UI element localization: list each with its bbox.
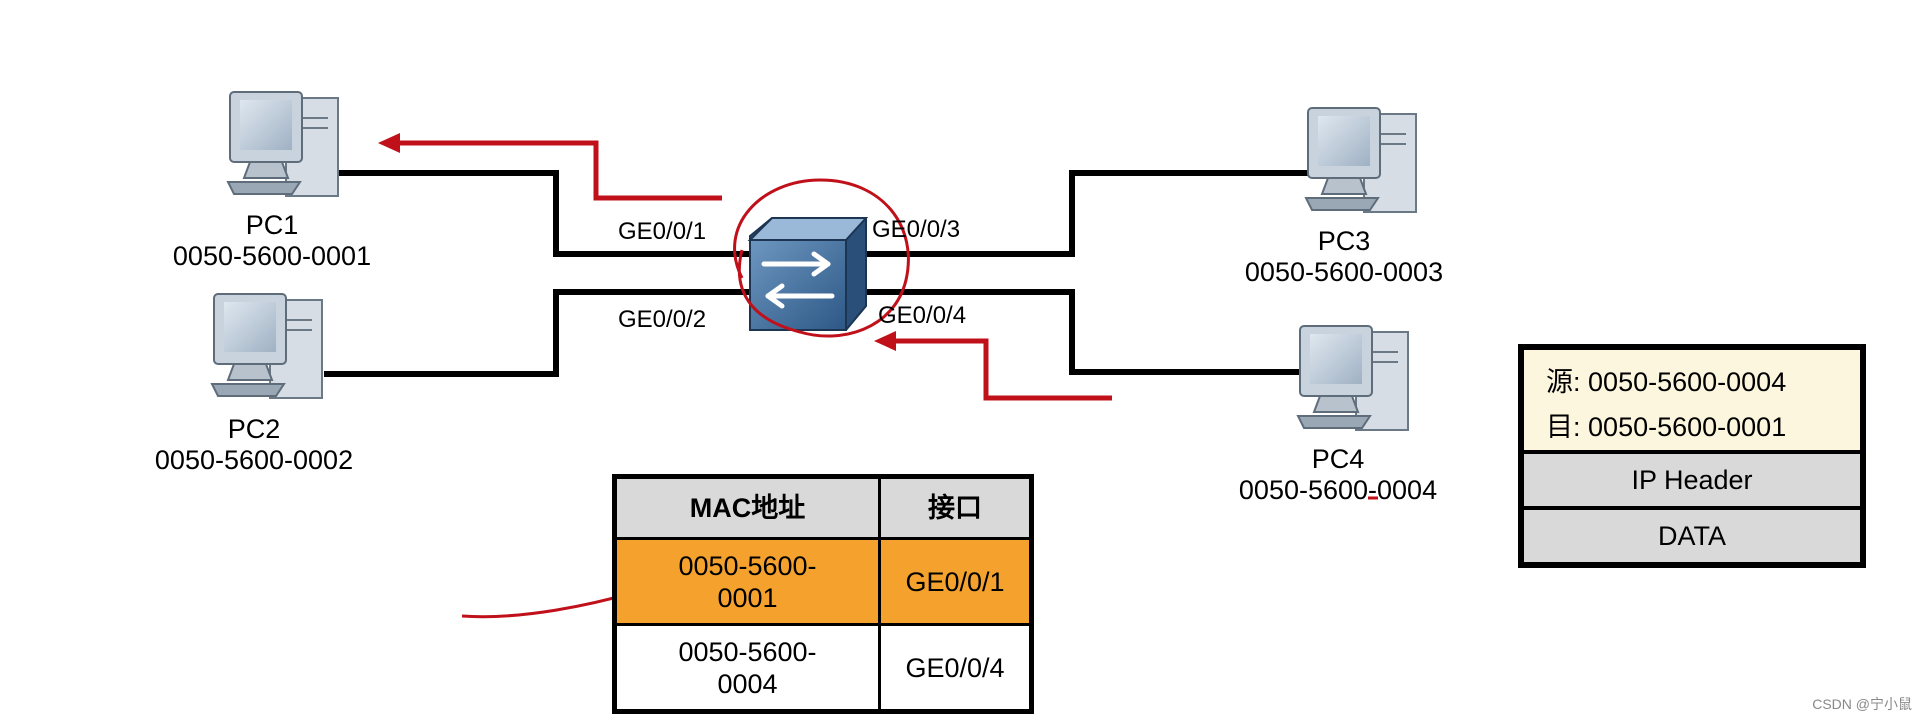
frame-data: DATA bbox=[1524, 506, 1860, 562]
mac-table-row1-mac: 0050-5600-0001 bbox=[617, 537, 878, 623]
row1-mac-line1: 0050-5600- bbox=[678, 550, 817, 581]
frame-mac-header: 源: 0050-5600-0004 目: 0050-5600-0001 bbox=[1524, 350, 1860, 450]
port-label-ge001: GE0/0/1 bbox=[618, 218, 707, 245]
frame-dst-line: 目: 0050-5600-0001 bbox=[1546, 405, 1860, 450]
pc1-mac: 0050-5600-0001 bbox=[172, 241, 372, 271]
pc2-label: PC2 0050-5600-0002 bbox=[134, 414, 374, 476]
pc4-mac: 0050-5600-0004 bbox=[1238, 475, 1438, 505]
pc3-label: PC3 0050-5600-0003 bbox=[1224, 226, 1464, 288]
pc1-name: PC1 bbox=[245, 210, 299, 240]
link-pc1 bbox=[338, 170, 750, 257]
link-pc4 bbox=[866, 289, 1306, 375]
pc2-name: PC2 bbox=[227, 414, 281, 444]
switch-circle-annotation bbox=[733, 178, 910, 338]
arrow-from-pc4 bbox=[890, 338, 1112, 401]
mac-table-header-port: 接口 bbox=[878, 479, 1029, 537]
pc2-icon bbox=[211, 293, 323, 399]
network-links bbox=[324, 170, 1312, 377]
mac-table-header-mac: MAC地址 bbox=[617, 479, 878, 537]
frame-src-label: 源: bbox=[1546, 367, 1581, 397]
arrow-to-pc1 bbox=[392, 140, 722, 201]
mac-table-row2-port: GE0/0/4 bbox=[878, 623, 1029, 709]
mac-address-table: MAC地址 接口 0050-5600-0001 GE0/0/1 0050-560… bbox=[612, 474, 1034, 714]
ethernet-frame: 源: 0050-5600-0004 目: 0050-5600-0001 IP H… bbox=[1518, 344, 1866, 568]
pc4-label: PC4 0050-5600-0004 bbox=[1218, 444, 1458, 506]
pc3-icon bbox=[1305, 107, 1417, 213]
pc4-icon bbox=[1297, 325, 1409, 431]
mac-table-row1-port: GE0/0/1 bbox=[878, 537, 1029, 623]
row2-mac-line1: 0050-5600- bbox=[678, 636, 817, 667]
pc3-mac: 0050-5600-0003 bbox=[1244, 257, 1444, 287]
frame-src-mac: 0050-5600-0004 bbox=[1588, 367, 1787, 397]
pc1-icon bbox=[227, 91, 339, 197]
mac-table-row2-mac: 0050-5600-0004 bbox=[617, 623, 878, 709]
pc2-mac: 0050-5600-0002 bbox=[154, 445, 354, 475]
frame-src-line: 源: 0050-5600-0004 bbox=[1546, 360, 1860, 405]
row2-mac-line2: 0004 bbox=[717, 668, 778, 699]
frame-dst-label: 目: bbox=[1546, 412, 1581, 442]
port-label-ge003: GE0/0/3 bbox=[872, 216, 961, 243]
link-pc3 bbox=[866, 170, 1312, 257]
frame-dst-mac: 0050-5600-0001 bbox=[1588, 412, 1787, 442]
port-label-ge002: GE0/0/2 bbox=[618, 306, 707, 333]
pc3-name: PC3 bbox=[1317, 226, 1371, 256]
port-label-ge004: GE0/0/4 bbox=[878, 302, 967, 329]
row1-mac-line2: 0001 bbox=[717, 582, 778, 613]
frame-ip-header: IP Header bbox=[1524, 450, 1860, 506]
pc1-label: PC1 0050-5600-0001 bbox=[152, 210, 392, 272]
watermark: CSDN @宁小鼠 bbox=[1812, 696, 1912, 712]
link-pc2 bbox=[324, 289, 750, 377]
switch-icon bbox=[747, 217, 869, 331]
pc4-name: PC4 bbox=[1311, 444, 1365, 474]
